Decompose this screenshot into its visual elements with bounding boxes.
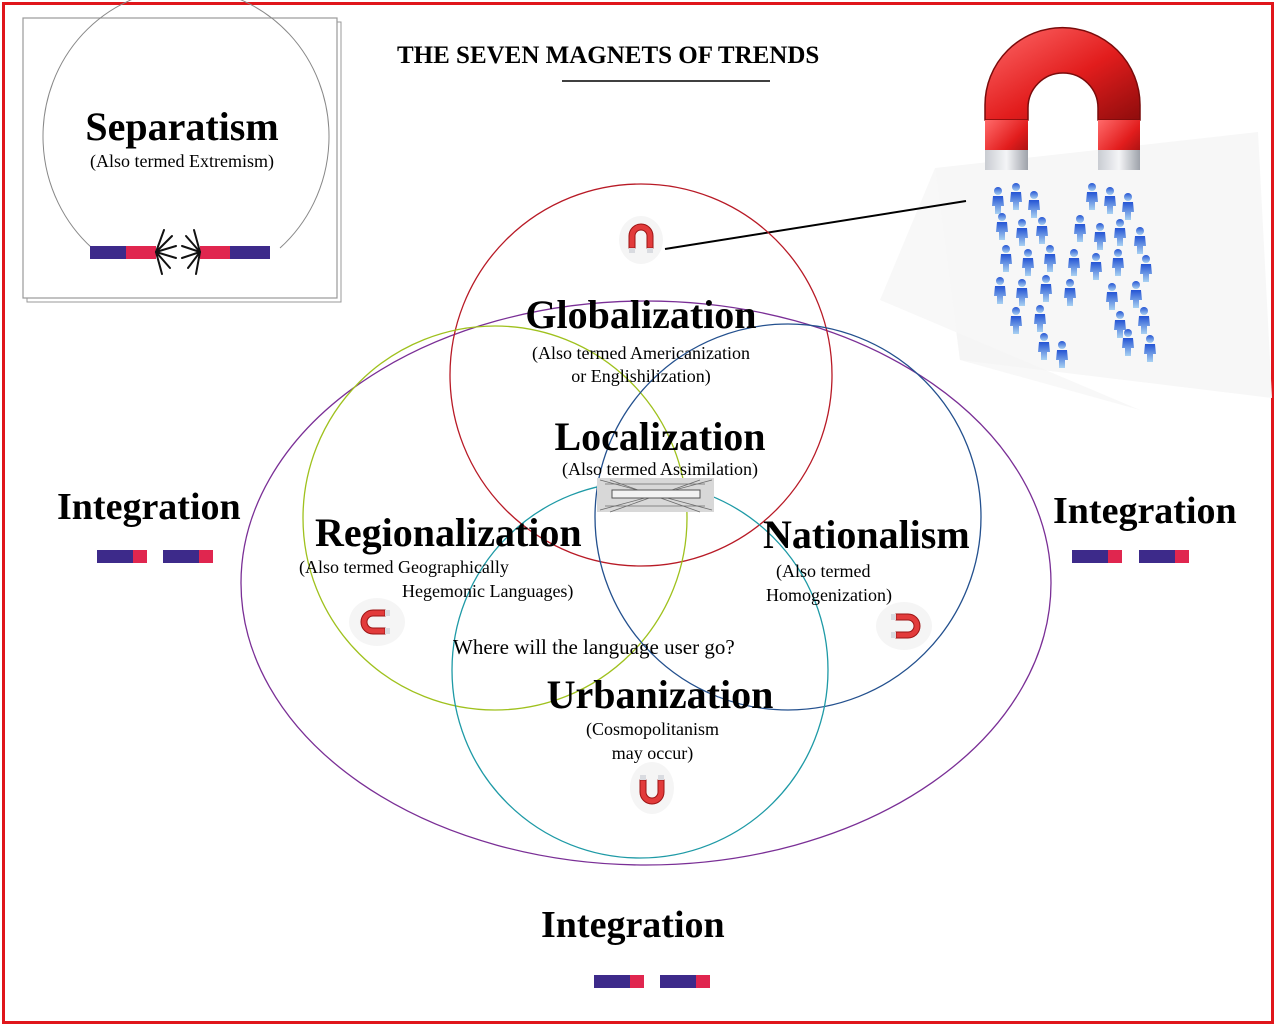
integration-right-label: Integration <box>1053 490 1237 532</box>
separatism-label: Separatism <box>85 104 279 149</box>
separatism-box <box>22 0 342 303</box>
regionalization-note-line2: Hegemonic Languages) <box>402 581 574 601</box>
horseshoe-magnet-icon <box>984 26 1141 170</box>
nationalism-magnet-icon <box>876 602 932 650</box>
nationalism-circle <box>594 323 982 711</box>
regionalization-label: Regionalization <box>315 510 582 555</box>
urbanization-note-line2: may occur) <box>611 743 694 763</box>
regionalization-circle <box>302 325 688 711</box>
regionalization-magnet-icon <box>349 598 405 646</box>
urbanization-note-line1: (Cosmopolitanism <box>585 719 719 739</box>
globalization-label: Globalization <box>525 292 757 337</box>
globalization-circle <box>449 183 833 567</box>
iron-filings-icon <box>155 229 201 275</box>
central-question: Where will the language user go? <box>453 635 735 659</box>
integration-bottom-bar-magnets <box>594 975 710 988</box>
regionalization-note-line1: (Also termed Geographically <box>299 557 509 577</box>
localization-note: (Also termed Assimilation) <box>562 459 758 479</box>
integration-left-bar-magnets <box>97 550 213 563</box>
nationalism-label: Nationalism <box>763 512 970 557</box>
bar-magnet-icon <box>90 246 270 259</box>
page-title: THE SEVEN MAGNETS OF TRENDS <box>397 42 820 69</box>
integration-right-bar-magnets <box>1072 550 1189 563</box>
integration-left-label: Integration <box>57 486 241 528</box>
localization-label: Localization <box>554 414 766 459</box>
nationalism-note-line1: (Also termed <box>776 561 871 581</box>
globalization-note-line2: or Englishilization) <box>571 366 711 386</box>
separatism-note: (Also termed Extremism) <box>90 151 274 171</box>
nationalism-note-line2: Homogenization) <box>766 585 892 605</box>
globalization-note-line1: (Also termed Americanization <box>532 343 750 363</box>
connector-line <box>664 200 967 250</box>
integration-bottom-label: Integration <box>541 904 725 946</box>
magnet-attracting-people-illustration <box>880 26 1272 410</box>
urbanization-magnet-icon <box>630 762 674 814</box>
urbanization-label: Urbanization <box>546 672 774 717</box>
integration-ellipse <box>240 300 1052 866</box>
globalization-magnet-icon <box>619 216 663 264</box>
center-bar-magnet-icon <box>597 478 714 513</box>
